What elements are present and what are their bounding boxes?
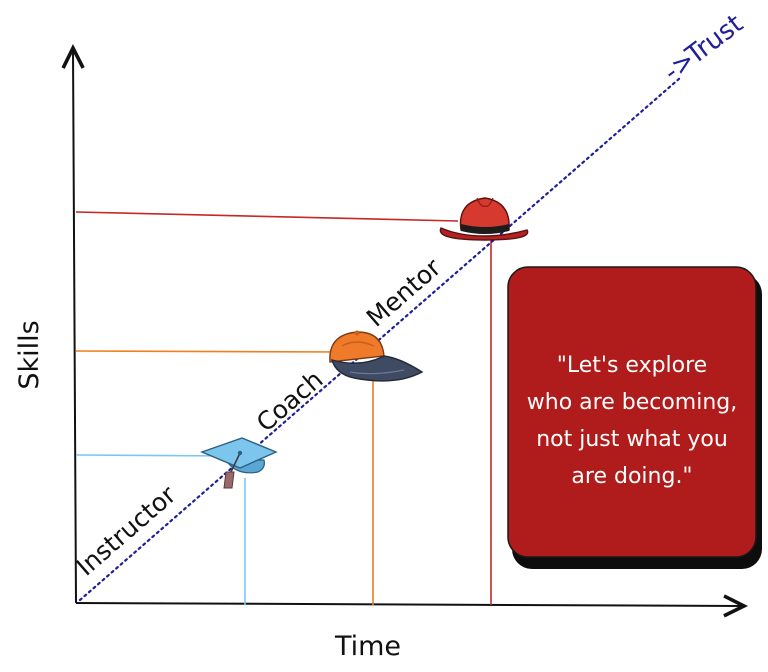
y-axis (61, 43, 85, 604)
baseball-cap-icon (329, 330, 424, 382)
graduation-cap-icon (200, 437, 278, 489)
quote-line-4: are doing." (571, 464, 692, 489)
quote-card (507, 266, 757, 558)
role-label-instructor: Instructor (71, 480, 182, 582)
y-axis-label: Skills (14, 320, 45, 389)
role-label-coach: Coach (251, 365, 329, 438)
x-axis (75, 594, 749, 618)
quote-line-1: "Let's explore (557, 353, 707, 378)
instructor-horizontal-guide (75, 454, 233, 457)
trust-trend-line (78, 76, 682, 602)
fedora-hat-icon (439, 197, 529, 241)
x-axis-label: Time (334, 631, 401, 662)
mentor-horizontal-guide (75, 211, 459, 222)
quote-line-3: not just what you (536, 427, 728, 452)
trust-label: -> Trust (658, 9, 749, 88)
coach-horizontal-guide (75, 350, 347, 353)
quote-line-2: who are becoming, (527, 390, 737, 415)
